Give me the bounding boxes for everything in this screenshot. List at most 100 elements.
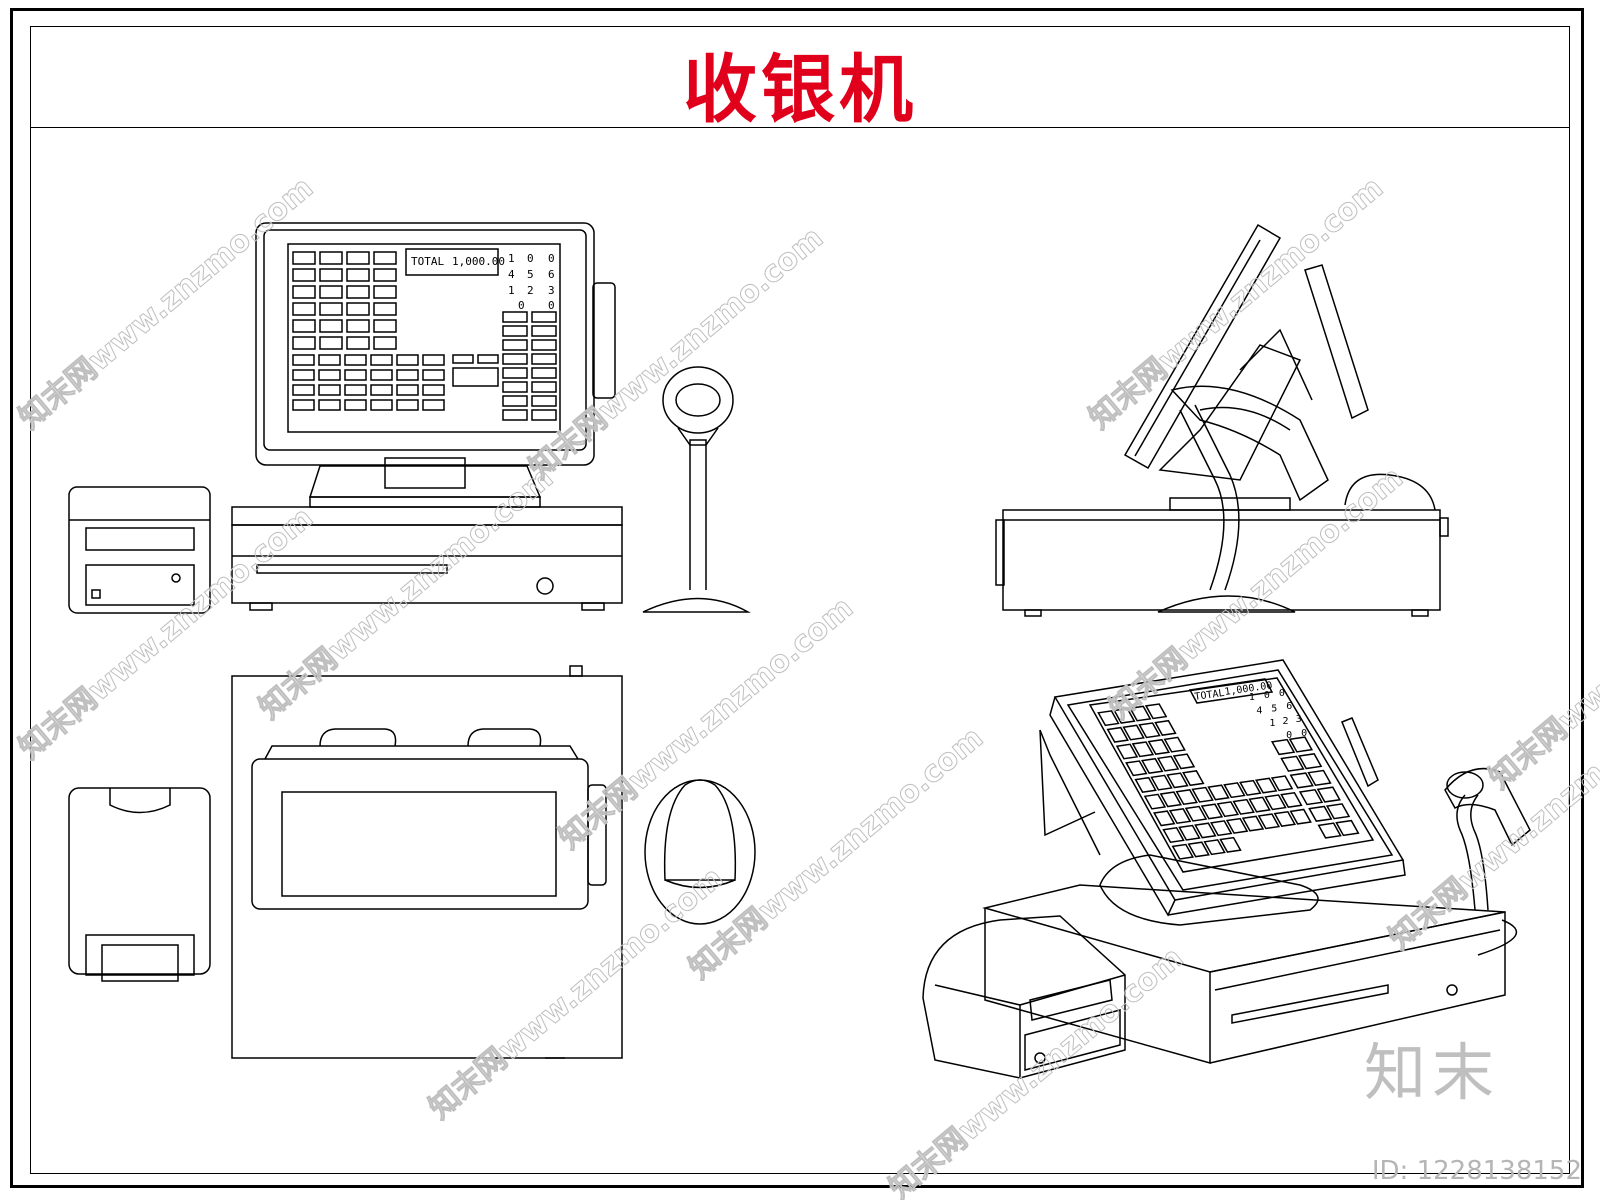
touch-key xyxy=(1209,820,1233,837)
touch-key xyxy=(1317,822,1342,839)
touch-key xyxy=(531,353,557,365)
watermark-text: 知末网www.znzmo.com xyxy=(13,500,320,766)
top-receipt-printer xyxy=(68,787,211,982)
touch-key xyxy=(292,399,315,411)
touch-key xyxy=(1138,722,1161,739)
touch-key xyxy=(1191,786,1214,803)
watermark-text: 知末网www.znzmo.com xyxy=(553,590,860,856)
keypad-digit: 0 xyxy=(1301,728,1307,739)
touch-key xyxy=(1159,791,1183,808)
touch-key xyxy=(1162,827,1185,844)
watermark-text: 知末网www.znzmo.com xyxy=(1083,170,1390,436)
touch-key xyxy=(373,302,397,316)
touch-key xyxy=(1106,726,1129,743)
keypad-digit: 1 xyxy=(508,252,515,265)
touch-key xyxy=(531,311,557,323)
side-view xyxy=(995,223,1449,617)
touch-key xyxy=(1178,824,1201,841)
touch-key xyxy=(292,251,316,265)
touch-key xyxy=(1239,779,1262,796)
touch-key xyxy=(346,285,370,299)
touch-key xyxy=(1125,760,1148,777)
touch-key xyxy=(1257,813,1281,830)
iso-total-label: TOTAL xyxy=(1194,688,1225,703)
touch-key xyxy=(502,395,528,407)
touch-key xyxy=(1241,815,1265,832)
keypad-digit: 0 xyxy=(1279,688,1285,699)
touch-key xyxy=(1171,843,1195,860)
keypad-digit: 6 xyxy=(548,268,555,281)
front-total-value: 1,000.00 xyxy=(452,255,505,268)
touch-key xyxy=(1280,755,1305,772)
touch-key xyxy=(1182,770,1205,787)
touch-key xyxy=(319,285,343,299)
keypad-digit: 5 xyxy=(1271,703,1277,714)
touch-key xyxy=(344,399,367,411)
touch-key xyxy=(344,384,367,396)
touch-key xyxy=(1270,775,1294,792)
touch-key xyxy=(346,302,370,316)
touch-key xyxy=(1307,769,1332,787)
top-barcode-scanner xyxy=(644,779,756,925)
touch-key xyxy=(1147,738,1171,755)
touch-key xyxy=(1200,803,1224,820)
touch-key xyxy=(319,302,343,316)
touch-key xyxy=(1115,743,1139,760)
touch-key xyxy=(1207,784,1230,801)
keypad-digit: 2 xyxy=(527,284,534,297)
touch-key xyxy=(1325,803,1351,820)
touch-key xyxy=(1298,753,1323,770)
touch-key xyxy=(502,409,528,421)
keypad-digit: 4 xyxy=(508,268,515,281)
touch-key xyxy=(1219,836,1242,853)
keypad-digit: 6 xyxy=(1286,701,1292,712)
touch-key xyxy=(292,336,316,350)
front-receipt-printer xyxy=(68,486,211,614)
touch-key xyxy=(373,336,397,350)
keypad-digit: 0 xyxy=(518,299,525,312)
side-barcode-scanner xyxy=(1157,385,1329,613)
watermark-text: 知末网www.znzmo.com xyxy=(423,860,730,1126)
touch-key xyxy=(1298,788,1324,806)
touch-key xyxy=(1273,810,1297,827)
iso-receipt-printer xyxy=(922,915,1126,1079)
keypad-digit: 0 xyxy=(548,299,555,312)
touch-key xyxy=(292,268,316,282)
touch-key xyxy=(318,354,341,366)
touch-key xyxy=(370,399,393,411)
touch-key xyxy=(422,354,445,366)
touch-key xyxy=(396,354,419,366)
touch-key xyxy=(1270,738,1296,756)
side-monitor xyxy=(1123,223,1369,481)
touch-key xyxy=(292,285,316,299)
touch-key xyxy=(1168,808,1192,825)
touch-key xyxy=(318,384,341,396)
touch-key xyxy=(422,399,445,411)
touch-key xyxy=(452,367,499,387)
iso-total-box xyxy=(1188,678,1274,704)
touch-key xyxy=(373,319,397,333)
touch-key xyxy=(1316,786,1341,803)
watermark-id: ID: 1228138152 xyxy=(1371,1156,1582,1186)
touch-key xyxy=(346,319,370,333)
top-cash-drawer xyxy=(231,665,623,1059)
front-monitor xyxy=(255,222,616,466)
keypad-digit: 1 xyxy=(1269,718,1275,729)
touch-key xyxy=(1156,755,1180,772)
touch-key xyxy=(1216,801,1240,818)
iso-touch-keys xyxy=(1097,703,1360,860)
top-view xyxy=(68,665,756,1059)
watermark-text: 知末网www.znzmo.com xyxy=(1483,530,1600,796)
touch-key xyxy=(502,353,528,365)
touch-key xyxy=(502,339,528,351)
keypad-digit: 5 xyxy=(527,268,534,281)
front-total-label: TOTAL xyxy=(411,255,444,268)
touch-key xyxy=(319,336,343,350)
touch-key xyxy=(1289,772,1314,789)
touch-key xyxy=(1225,817,1249,834)
iso-monitor xyxy=(1049,659,1406,917)
touch-key xyxy=(318,399,341,411)
touch-key xyxy=(1187,841,1210,858)
touch-key xyxy=(502,311,528,323)
